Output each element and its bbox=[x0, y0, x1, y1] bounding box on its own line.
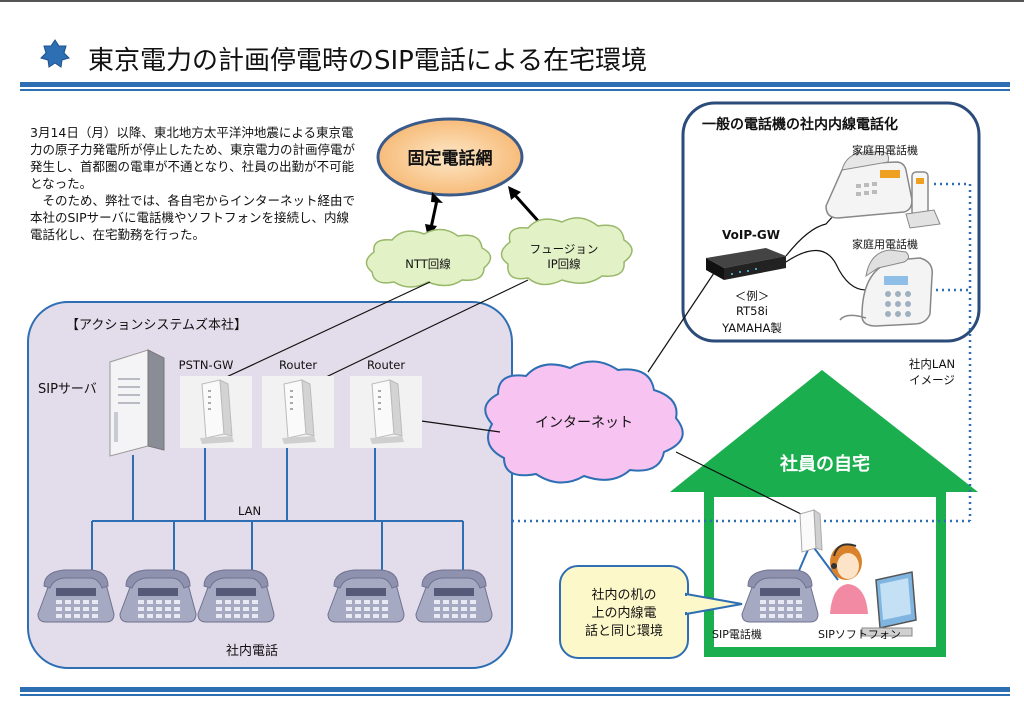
yamaha-label: YAMAHA製 bbox=[722, 321, 782, 335]
pstn-gw-label: PSTN-GW bbox=[178, 358, 234, 372]
office-phone-4 bbox=[327, 569, 405, 623]
general-phone-title: 一般の電話機の社内内線電話化 bbox=[702, 117, 898, 133]
ntt-cloud bbox=[365, 228, 492, 288]
home-phone-2-icon bbox=[839, 249, 933, 327]
pstn-gw-icon bbox=[179, 375, 253, 449]
home-phone-1-icon bbox=[825, 151, 941, 229]
lan-image-label-1: 社内LAN bbox=[908, 357, 956, 371]
voip-gw-label: VoIP-GW bbox=[722, 228, 780, 242]
title-underline bbox=[20, 82, 1010, 87]
callout-text-3: 話と同じ環境 bbox=[584, 624, 663, 639]
ntt-line-label: NTT回線 bbox=[405, 257, 451, 271]
sip-softphone-label: SIPソフトフォン bbox=[818, 628, 901, 641]
office-phone-3 bbox=[197, 569, 275, 623]
fusion-cloud bbox=[500, 217, 633, 286]
monitor-icon bbox=[861, 571, 917, 637]
operator-person-icon bbox=[830, 543, 868, 614]
rt58i-label: RT58i bbox=[735, 304, 768, 318]
fusion-line-label-1: フュージョン bbox=[529, 242, 599, 256]
router-2-label: Router bbox=[366, 358, 406, 372]
sip-phone-label: SIP電話機 bbox=[712, 628, 762, 641]
callout-text-2: 上の内線電 bbox=[591, 606, 657, 621]
page-title: 東京電力の計画停電時のSIP電話による在宅環境 bbox=[88, 46, 648, 76]
office-phone-1 bbox=[37, 569, 115, 623]
office-phone-5 bbox=[415, 569, 493, 623]
star-icon bbox=[40, 39, 70, 68]
home-sip-phone-icon bbox=[741, 569, 819, 623]
callout-text-1: 社内の机の bbox=[591, 588, 657, 603]
house-body bbox=[704, 487, 946, 657]
router-1-icon bbox=[261, 375, 335, 449]
footer-line bbox=[20, 687, 1010, 692]
fusion-line-label-2: IP回線 bbox=[547, 257, 581, 271]
sip-server-icon bbox=[109, 349, 165, 457]
home-router-icon bbox=[799, 509, 823, 553]
router-2-icon bbox=[349, 375, 423, 449]
hq-label: 【アクションシステムズ本社】 bbox=[66, 318, 247, 333]
voip-gw-icon bbox=[706, 248, 786, 280]
fixed-network-label: 固定電話網 bbox=[407, 149, 493, 169]
lan-label: LAN bbox=[238, 504, 262, 518]
house-roof bbox=[670, 370, 978, 492]
sip-server-label: SIPサーバ bbox=[38, 382, 97, 397]
office-phone-2 bbox=[119, 569, 197, 623]
internet-cloud bbox=[484, 360, 684, 484]
fixed-network-oval bbox=[376, 117, 524, 197]
intro-paragraph-2: そのため、弊社では、各自宅からインターネット経由で本社のSIPサーバに電話機やソ… bbox=[30, 193, 356, 242]
office-phones-label: 社内電話 bbox=[226, 644, 279, 659]
lan-image-label-2: イメージ bbox=[909, 373, 955, 387]
example-label: ＜例＞ bbox=[734, 289, 770, 303]
home-phone-1-label: 家庭用電話機 bbox=[852, 144, 918, 157]
router-1-label: Router bbox=[278, 358, 318, 372]
home-title: 社員の自宅 bbox=[780, 454, 870, 475]
intro-paragraph-1: 3月14日（月）以降、東北地方太平洋沖地震による東京電力の原子力発電所が停止した… bbox=[30, 125, 356, 191]
home-phone-2-label: 家庭用電話機 bbox=[852, 238, 918, 251]
intro-text: 3月14日（月）以降、東北地方太平洋沖地震による東京電力の原子力発電所が停止した… bbox=[30, 124, 360, 243]
internet-label: インターネット bbox=[535, 415, 633, 431]
lan-dotted bbox=[512, 182, 972, 523]
